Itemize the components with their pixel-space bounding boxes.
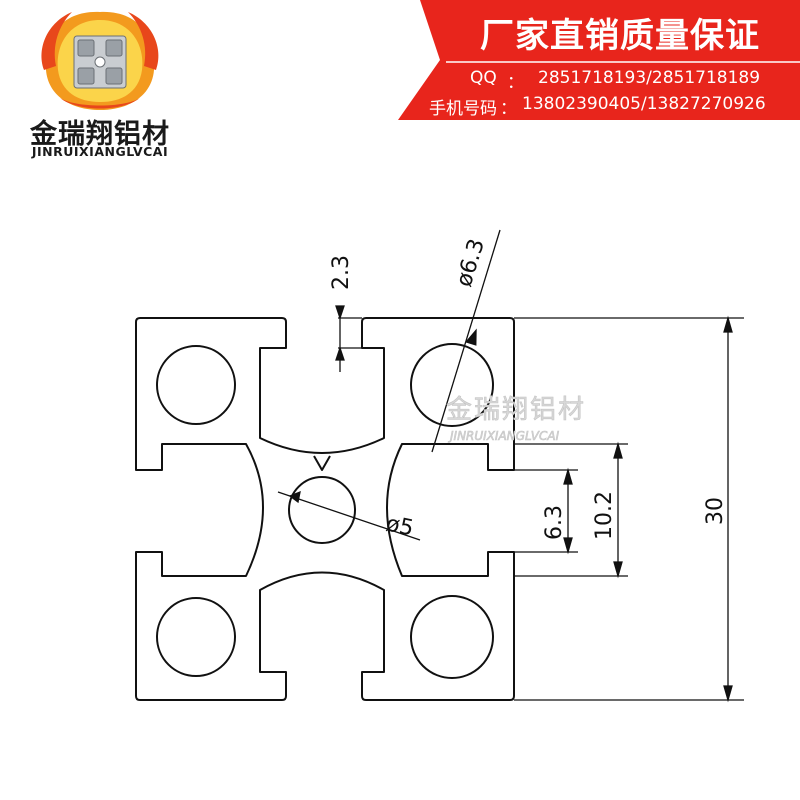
dim-slot-opening: 2.3 [329,255,354,290]
corner-hole-top-left [156,345,236,425]
profile-cross-icon [73,35,127,89]
corner-hole-bottom-left [156,597,236,677]
brand-logo [41,11,159,110]
corner-hole-bottom-right [410,595,494,679]
dim-slot-width: 10.2 [592,491,617,540]
qq-label: QQ [470,68,497,88]
center-hole [288,476,356,544]
banner-red-background [398,0,800,120]
contact-banner [398,0,800,120]
qq-colon: ： [507,73,524,93]
v-groove [313,455,331,471]
brand-name-en: JINRUIXIANGLVCAI [31,144,169,159]
phone-label: 手机号码 [429,99,497,119]
profile-outline [135,317,515,701]
watermark-text-en: JINRUIXIANGLVCAI [448,429,560,443]
dim-center-hole: ø5 [384,511,416,541]
phone-value: 13802390405/13827270926 [522,94,766,114]
dim-inner-width: 6.3 [542,505,567,540]
watermark-text: 金瑞翔铝材 [446,395,586,425]
qq-value: 2851718193/2851718189 [538,68,761,88]
corner-hole-top-right [410,343,494,427]
banner-slogan: 厂家直销质量保证 [480,16,760,56]
brand-name: 金瑞翔铝材 [30,119,170,150]
phone-colon: ： [500,99,517,119]
dim-overall: 30 [703,497,728,525]
